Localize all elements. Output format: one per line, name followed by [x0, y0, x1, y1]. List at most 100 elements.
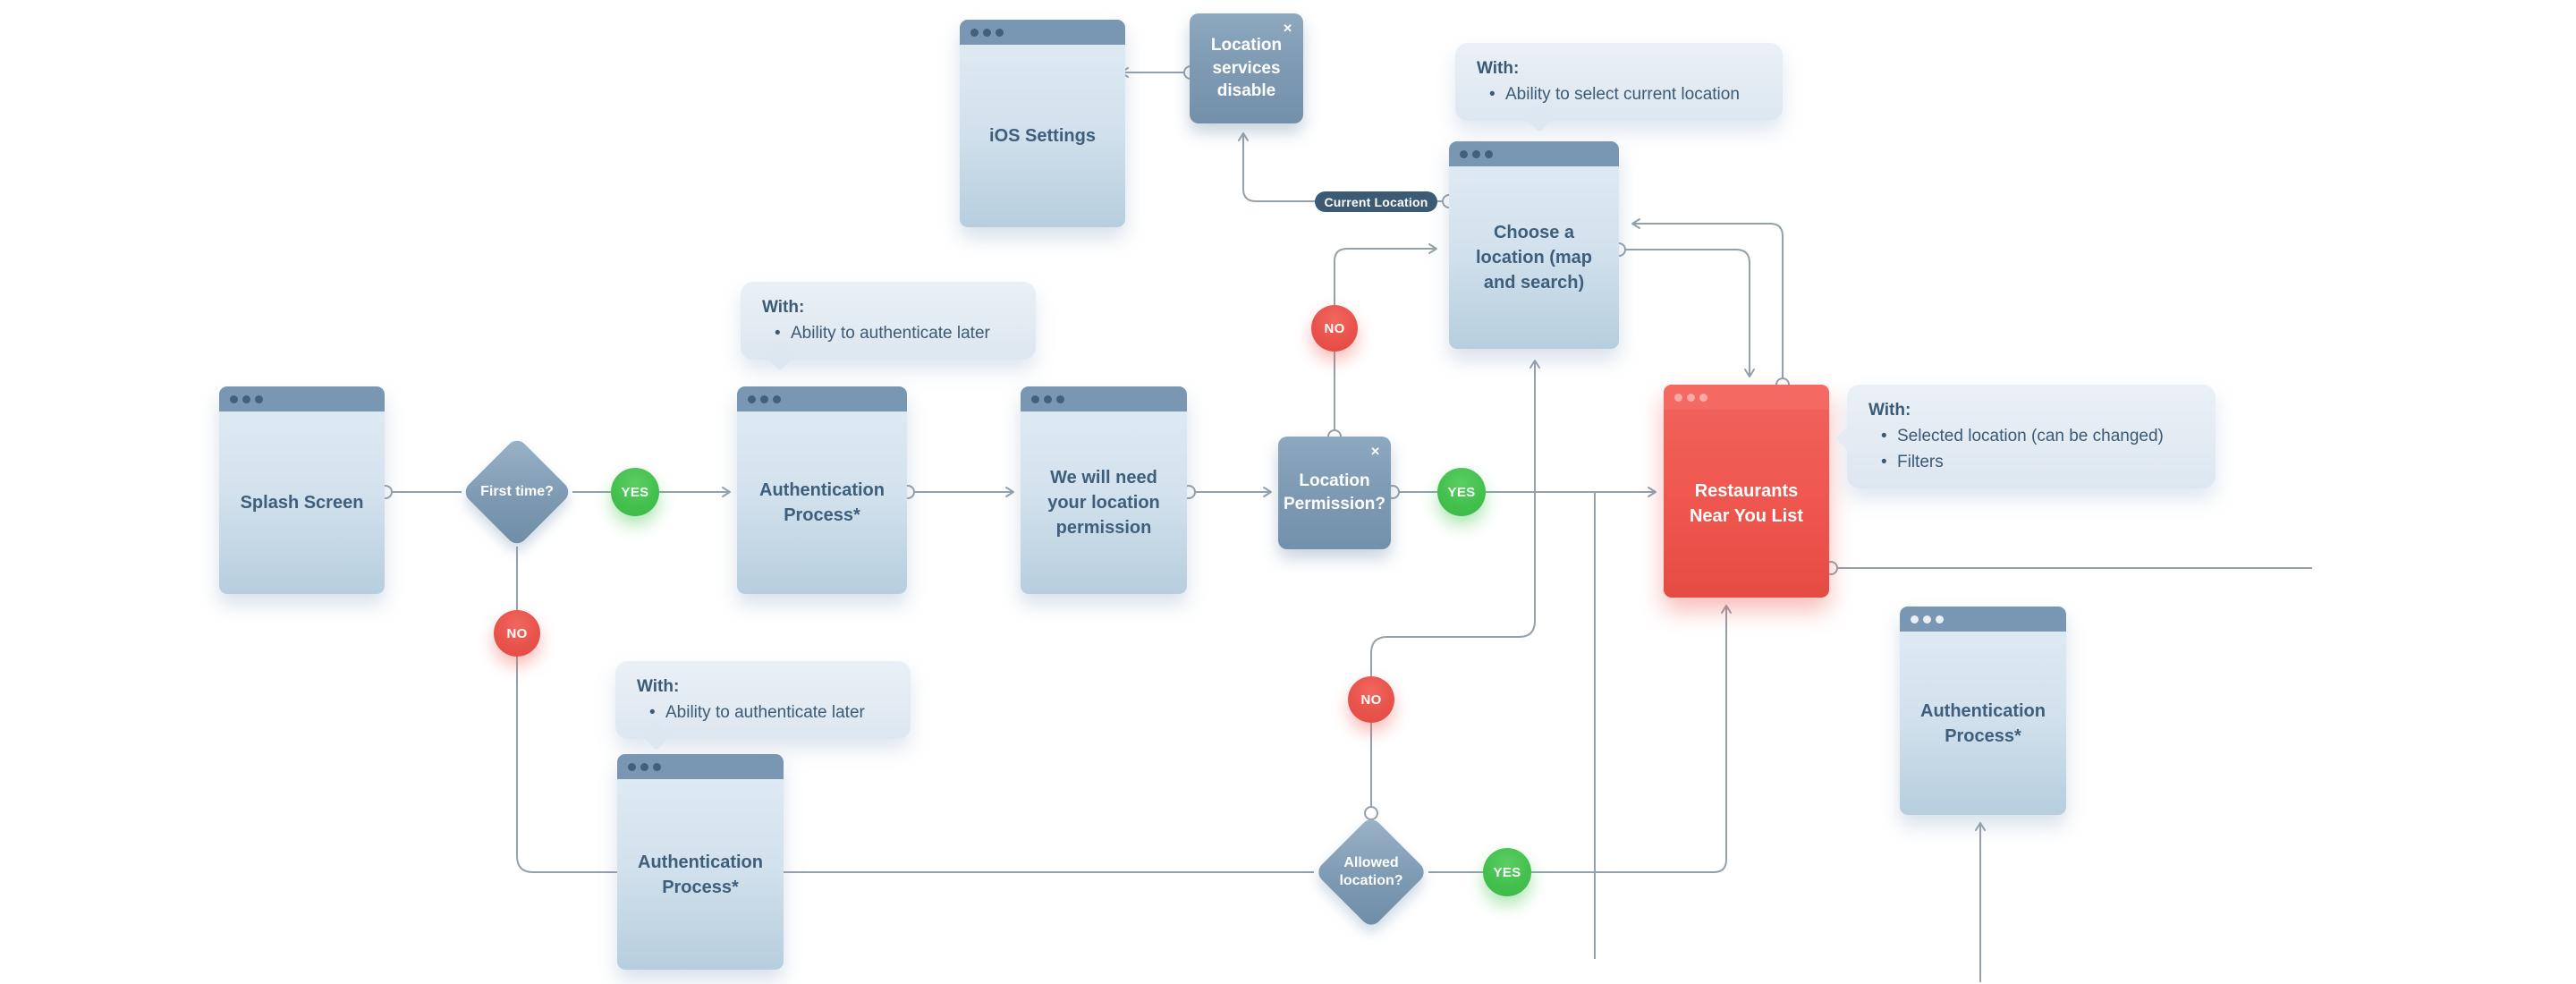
badge-no-allowed: NO — [1348, 676, 1394, 723]
traffic-light-icon — [1674, 393, 1682, 402]
window-title: Authentication Process* — [1920, 700, 2046, 746]
decision-allowed-location: Allowed location? — [1314, 815, 1428, 929]
traffic-light-icon — [1472, 149, 1480, 158]
window-authentication-process-bottom: Authentication Process* — [617, 754, 784, 970]
window-title: Authentication Process* — [759, 480, 885, 525]
note-bullet: Selected location (can be changed) — [1868, 427, 2194, 446]
edge-firsttime-no-to-allowed — [516, 547, 1314, 873]
traffic-light-icon — [242, 394, 250, 403]
traffic-light-icon — [255, 394, 263, 403]
edge-currentlocation-to-locservices — [1238, 132, 1449, 202]
window-titlebar — [617, 754, 784, 779]
window-titlebar — [960, 20, 1125, 45]
edge-permission-no-to-chooselocation — [1334, 243, 1437, 437]
window-titlebar — [1021, 386, 1187, 411]
note-title: With: — [637, 677, 680, 696]
close-icon: ✕ — [1370, 445, 1380, 458]
note-select-current-location: With: Ability to select current location — [1455, 43, 1783, 132]
note-bullet: Filters — [1868, 453, 2194, 472]
window-title: Splash Screen — [240, 493, 364, 513]
badge-no-permission: NO — [1311, 305, 1358, 352]
badge-label: YES — [1447, 484, 1476, 500]
badge-label: NO — [506, 625, 528, 641]
window-titlebar — [219, 386, 385, 411]
edge-allowed-yes-to-restaurants — [1428, 605, 1732, 873]
decision-label: First time? — [480, 484, 554, 499]
window-titlebar — [1900, 607, 2066, 632]
edge-label-current-location: Current Location — [1315, 191, 1437, 212]
dialog-label: Location Permission? — [1283, 471, 1386, 513]
dialog-location-services-disable: ✕ Location services disable — [1190, 13, 1303, 123]
traffic-light-icon — [653, 762, 661, 771]
window-splash-screen: Splash Screen — [219, 386, 385, 594]
window-titlebar — [1664, 385, 1829, 410]
close-icon: ✕ — [1283, 21, 1292, 35]
traffic-light-icon — [1699, 393, 1707, 402]
decision-label: Allowed location? — [1339, 855, 1403, 888]
badge-label: NO — [1360, 691, 1382, 708]
traffic-light-icon — [1460, 149, 1468, 158]
window-ios-settings: iOS Settings — [960, 20, 1125, 227]
traffic-light-icon — [996, 28, 1004, 37]
badge-label: YES — [621, 484, 649, 500]
window-restaurants-near-you: Restaurants Near You List — [1664, 385, 1829, 598]
traffic-light-icon — [748, 394, 756, 403]
window-content: Restaurants Near You List — [1664, 410, 1829, 598]
edge-allowed-no-to-chooselocation — [1370, 360, 1540, 813]
window-authentication-process-right: Authentication Process* — [1900, 607, 2066, 815]
traffic-light-icon — [1911, 615, 1919, 623]
note-title: With: — [1868, 401, 1911, 420]
badge-yes-permission: YES — [1437, 468, 1486, 516]
traffic-light-icon — [1056, 394, 1064, 403]
badge-label: NO — [1324, 320, 1345, 336]
note-auth-later-top: With: Ability to authenticate later — [741, 282, 1036, 371]
note-bullet: Ability to authenticate later — [637, 703, 889, 723]
window-authentication-process-main: Authentication Process* — [737, 386, 907, 594]
traffic-light-icon — [1031, 394, 1039, 403]
window-content: Splash Screen — [219, 411, 385, 594]
traffic-light-icon — [773, 394, 781, 403]
note-title: With: — [762, 298, 805, 317]
window-content: iOS Settings — [960, 45, 1125, 227]
dialog-label: Location services disable — [1210, 36, 1283, 101]
window-content: Authentication Process* — [737, 411, 907, 594]
note-auth-later-bottom: With: Ability to authenticate later — [615, 661, 911, 751]
note-title: With: — [1477, 59, 1520, 78]
badge-label: YES — [1493, 864, 1521, 880]
window-titlebar — [1449, 141, 1619, 166]
edge-label-text: Current Location — [1324, 194, 1428, 209]
window-title: We will need your location permission — [1047, 468, 1160, 538]
traffic-light-icon — [1044, 394, 1052, 403]
window-title: Authentication Process* — [638, 852, 763, 897]
note-bullet: Ability to authenticate later — [762, 324, 1014, 344]
badge-no-first-time: NO — [494, 610, 540, 657]
traffic-light-icon — [1923, 615, 1931, 623]
window-choose-location: Choose a location (map and search) — [1449, 141, 1619, 349]
traffic-light-icon — [983, 28, 991, 37]
traffic-light-icon — [760, 394, 768, 403]
traffic-light-icon — [640, 762, 648, 771]
window-content: Authentication Process* — [1900, 632, 2066, 815]
window-need-location-permission: We will need your location permission — [1021, 386, 1187, 594]
edge-chooselocation-to-restaurants — [1619, 249, 1755, 377]
window-content: Choose a location (map and search) — [1449, 166, 1619, 349]
dialog-location-permission: ✕ Location Permission? — [1278, 437, 1391, 549]
note-bullet: Ability to select current location — [1477, 85, 1761, 105]
decision-first-time: First time? — [461, 436, 573, 548]
badge-yes-first-time: YES — [611, 468, 659, 516]
edge-start-dot — [1364, 806, 1378, 820]
traffic-light-icon — [628, 762, 636, 771]
note-restaurants-list: With: Selected location (can be changed)… — [1835, 385, 2216, 488]
window-title: Restaurants Near You List — [1689, 481, 1804, 526]
badge-yes-allowed: YES — [1483, 848, 1531, 896]
window-content: Authentication Process* — [617, 779, 784, 970]
traffic-light-icon — [1485, 149, 1493, 158]
window-title: iOS Settings — [989, 126, 1096, 146]
traffic-light-icon — [1687, 393, 1695, 402]
traffic-light-icon — [970, 28, 979, 37]
window-content: We will need your location permission — [1021, 411, 1187, 594]
traffic-light-icon — [1936, 615, 1944, 623]
traffic-light-icon — [230, 394, 238, 403]
